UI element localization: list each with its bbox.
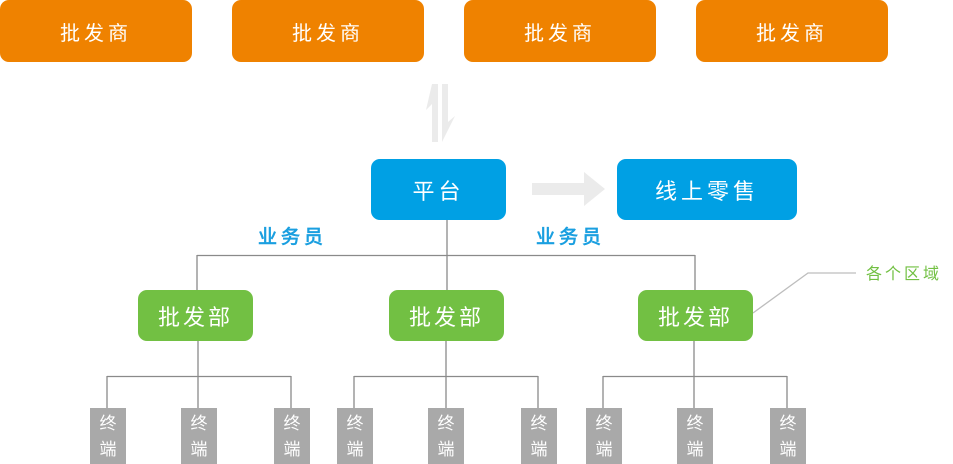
- terminal-label-char: 端: [346, 440, 364, 460]
- terminal-label-char: 终: [595, 414, 613, 434]
- terminal-label-char: 终: [283, 414, 301, 434]
- terminal-label-char: 端: [530, 440, 548, 460]
- terminal-label-char: 终: [437, 414, 455, 434]
- wholesaler-node[interactable]: 批发商: [232, 0, 424, 62]
- terminal-node[interactable]: 终端: [337, 408, 373, 464]
- terminal-node[interactable]: 终端: [677, 408, 713, 464]
- region-annotation: 各个区域: [866, 264, 943, 283]
- terminal-label-char: 端: [779, 440, 797, 460]
- right-arrow-icon: [532, 172, 605, 206]
- salesperson-label: 业务员: [536, 226, 606, 248]
- salesperson-label: 业务员: [258, 226, 328, 248]
- wholesale-department-node[interactable]: 批发部: [389, 290, 504, 341]
- terminal-label-char: 端: [283, 440, 301, 460]
- wholesale-department-node[interactable]: 批发部: [638, 290, 753, 341]
- wholesaler-node[interactable]: 批发商: [0, 0, 192, 62]
- terminal-label-char: 终: [686, 414, 704, 434]
- platform-node[interactable]: 平台: [371, 159, 506, 220]
- terminal-node[interactable]: 终端: [90, 408, 126, 464]
- terminal-node[interactable]: 终端: [770, 408, 806, 464]
- wholesaler-node[interactable]: 批发商: [464, 0, 656, 62]
- terminal-label-char: 端: [99, 440, 117, 460]
- wholesaler-node[interactable]: 批发商: [696, 0, 888, 62]
- wholesale-department-node[interactable]: 批发部: [138, 290, 253, 341]
- terminal-label-char: 终: [346, 414, 364, 434]
- tree-connectors: [106, 220, 788, 408]
- terminal-label-char: 终: [530, 414, 548, 434]
- terminal-node[interactable]: 终端: [181, 408, 217, 464]
- terminal-label-char: 端: [595, 440, 613, 460]
- terminal-node[interactable]: 终端: [428, 408, 464, 464]
- terminal-label-char: 终: [190, 414, 208, 434]
- terminal-node[interactable]: 终端: [586, 408, 622, 464]
- terminal-node[interactable]: 终端: [274, 408, 310, 464]
- bidirectional-arrow-icon: [426, 84, 455, 142]
- terminal-label-char: 终: [99, 414, 117, 434]
- online-retail-node[interactable]: 线上零售: [617, 159, 797, 220]
- terminal-label-char: 端: [686, 440, 704, 460]
- terminal-label-char: 终: [779, 414, 797, 434]
- annotation-leader-line: [752, 272, 856, 314]
- terminal-node[interactable]: 终端: [521, 408, 557, 464]
- terminal-label-char: 端: [437, 440, 455, 460]
- terminal-label-char: 端: [190, 440, 208, 460]
